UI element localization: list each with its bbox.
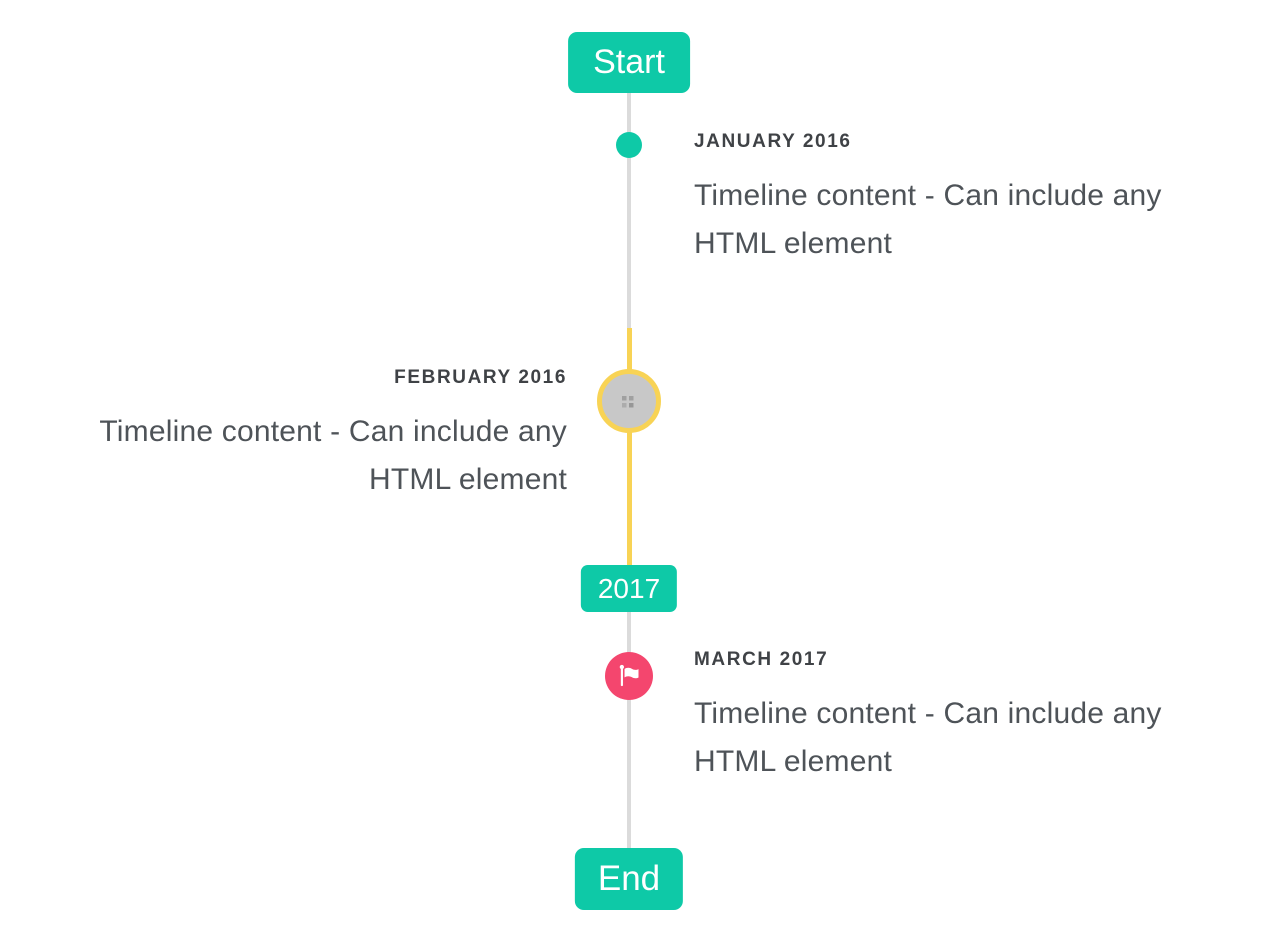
timeline-start-label: Start — [593, 43, 665, 81]
timeline-start-badge: Start — [568, 32, 690, 93]
item-content: Timeline content - Can include any HTML … — [694, 697, 1162, 778]
timeline-item-january-2016: JANUARY 2016 Timeline content - Can incl… — [694, 130, 1224, 268]
item-title: JANUARY 2016 — [694, 131, 852, 152]
timeline-line-segment-highlighted — [627, 328, 632, 565]
item-title: FEBRUARY 2016 — [394, 367, 567, 388]
timeline-item-march-2017: MARCH 2017 Timeline content - Can includ… — [694, 648, 1224, 786]
timeline-line-segment-bottom — [627, 611, 631, 848]
broken-image-icon — [620, 394, 639, 409]
timeline-year-label: 2017 — [597, 572, 661, 604]
flag-icon — [616, 663, 643, 690]
timeline-line-segment-top — [627, 93, 631, 328]
image-marker — [597, 369, 661, 433]
item-content: Timeline content - Can include any HTML … — [694, 179, 1162, 260]
item-content: Timeline content - Can include any HTML … — [99, 415, 567, 496]
flag-marker — [605, 652, 653, 700]
timeline-end-badge: End — [574, 848, 684, 910]
timeline-item-february-2016: FEBRUARY 2016 Timeline content - Can inc… — [37, 366, 567, 504]
dot-marker — [616, 132, 642, 158]
item-title: MARCH 2017 — [694, 649, 829, 670]
timeline-year-badge: 2017 — [580, 565, 678, 612]
timeline-end-label: End — [597, 859, 661, 898]
